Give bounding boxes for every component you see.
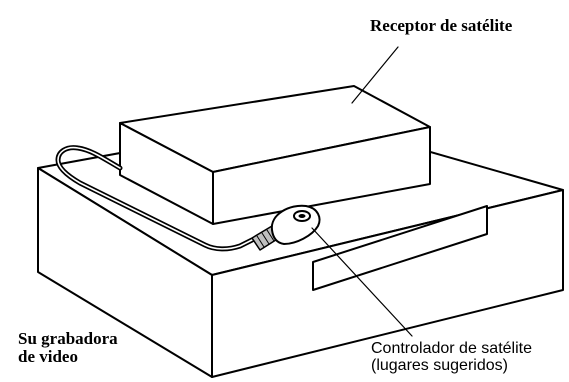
controller-label: Controlador de satélite (lugares sugerid…	[371, 340, 532, 375]
controller-label-line2: (lugares sugeridos)	[371, 356, 508, 374]
vcr-label: Su grabadora de video	[18, 330, 118, 366]
satellite-controller	[251, 204, 321, 251]
vcr-label-line2: de video	[18, 346, 78, 366]
receiver-leader-line	[351, 46, 399, 104]
satellite-receiver-label-text: Receptor de satélite	[370, 16, 513, 35]
satellite-receiver-box	[119, 85, 431, 225]
controller-leader-line	[311, 227, 413, 337]
vcr-cassette-slot	[312, 205, 488, 291]
vcr-side-face	[37, 167, 213, 378]
receiver-side-face	[119, 122, 214, 225]
satellite-receiver-label: Receptor de satélite	[370, 17, 512, 35]
controller-label-line1: Controlador de satélite	[371, 340, 532, 357]
vcr-label-line1: Su grabadora	[18, 329, 118, 348]
